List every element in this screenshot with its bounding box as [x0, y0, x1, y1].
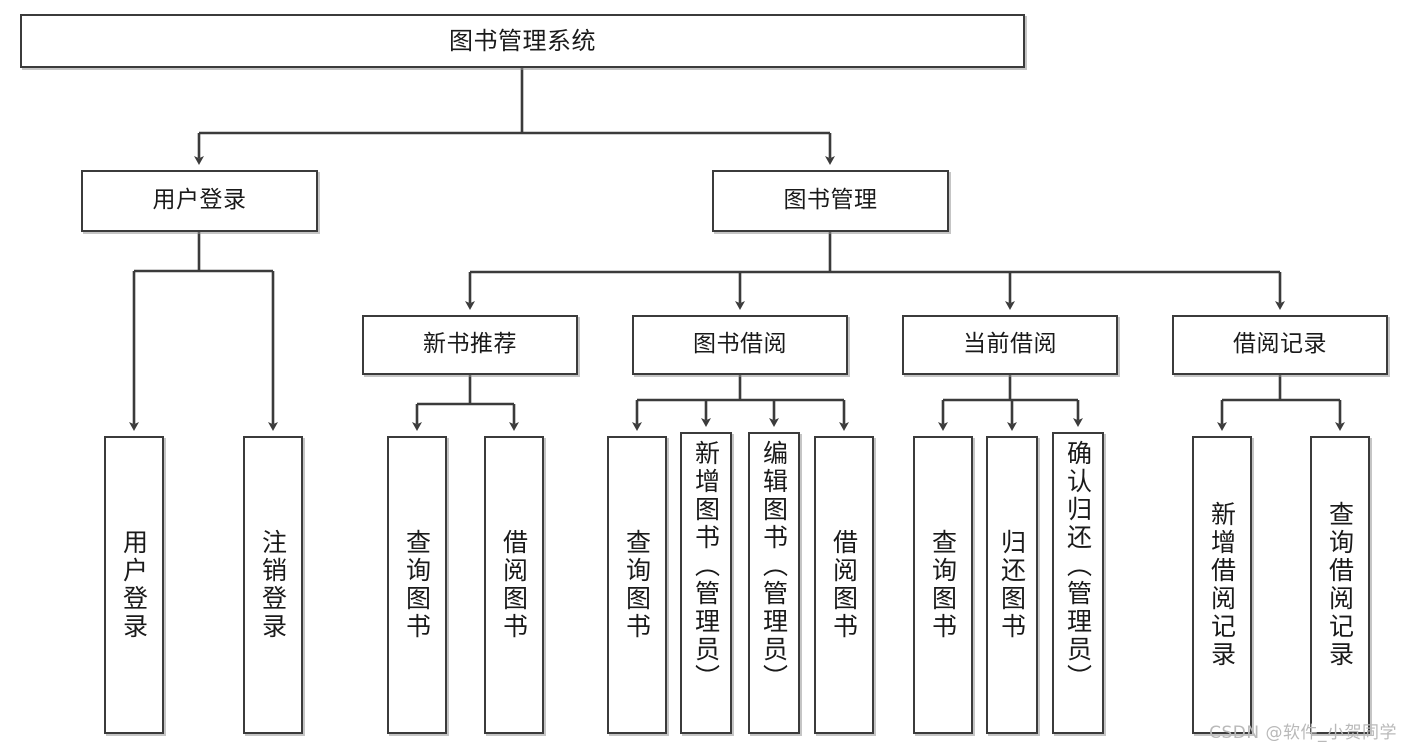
node-leaf-borrow-book-2[interactable]: 借阅图书 — [814, 436, 874, 734]
node-user-login[interactable]: 用户登录 — [81, 170, 318, 232]
node-new-book-recommend-label: 新书推荐 — [423, 331, 517, 358]
node-leaf-query-book-2-label: 查询图书 — [622, 529, 652, 641]
node-leaf-query-book-3[interactable]: 查询图书 — [913, 436, 973, 734]
node-root-label: 图书管理系统 — [449, 26, 596, 55]
node-leaf-query-book-1[interactable]: 查询图书 — [387, 436, 447, 734]
node-leaf-query-book-1-label: 查询图书 — [402, 529, 432, 641]
node-borrow-record-label: 借阅记录 — [1233, 331, 1327, 358]
node-book-borrow[interactable]: 图书借阅 — [632, 315, 848, 375]
node-leaf-user-login-label: 用户登录 — [119, 529, 149, 641]
node-borrow-record[interactable]: 借阅记录 — [1172, 315, 1388, 375]
node-root[interactable]: 图书管理系统 — [20, 14, 1025, 68]
node-leaf-add-record[interactable]: 新增借阅记录 — [1192, 436, 1252, 734]
node-current-borrow-label: 当前借阅 — [963, 331, 1057, 358]
node-leaf-logout[interactable]: 注销登录 — [243, 436, 303, 734]
node-leaf-add-record-label: 新增借阅记录 — [1207, 501, 1237, 669]
node-leaf-query-record[interactable]: 查询借阅记录 — [1310, 436, 1370, 734]
node-leaf-borrow-book-2-label: 借阅图书 — [829, 529, 859, 641]
node-user-login-label: 用户登录 — [152, 187, 247, 214]
node-leaf-add-book-label: 新增图书（管理员） — [691, 440, 721, 692]
node-leaf-confirm-return-label: 确认归还（管理员） — [1063, 440, 1093, 692]
node-leaf-borrow-book-1[interactable]: 借阅图书 — [484, 436, 544, 734]
node-leaf-query-book-3-label: 查询图书 — [928, 529, 958, 641]
node-leaf-return-book-label: 归还图书 — [997, 529, 1027, 641]
node-leaf-logout-label: 注销登录 — [258, 529, 288, 641]
node-leaf-confirm-return[interactable]: 确认归还（管理员） — [1052, 432, 1104, 734]
node-leaf-query-record-label: 查询借阅记录 — [1325, 501, 1355, 669]
node-leaf-borrow-book-1-label: 借阅图书 — [499, 529, 529, 641]
watermark: CSDN @软件_小贺同学 — [1209, 723, 1397, 743]
node-leaf-return-book[interactable]: 归还图书 — [986, 436, 1038, 734]
node-book-manage[interactable]: 图书管理 — [712, 170, 949, 232]
node-new-book-recommend[interactable]: 新书推荐 — [362, 315, 578, 375]
node-book-manage-label: 图书管理 — [783, 187, 878, 214]
node-leaf-user-login[interactable]: 用户登录 — [104, 436, 164, 734]
node-leaf-edit-book-label: 编辑图书（管理员） — [759, 440, 789, 692]
node-leaf-add-book[interactable]: 新增图书（管理员） — [680, 432, 732, 734]
node-book-borrow-label: 图书借阅 — [693, 331, 787, 358]
node-current-borrow[interactable]: 当前借阅 — [902, 315, 1118, 375]
node-leaf-query-book-2[interactable]: 查询图书 — [607, 436, 667, 734]
node-leaf-edit-book[interactable]: 编辑图书（管理员） — [748, 432, 800, 734]
